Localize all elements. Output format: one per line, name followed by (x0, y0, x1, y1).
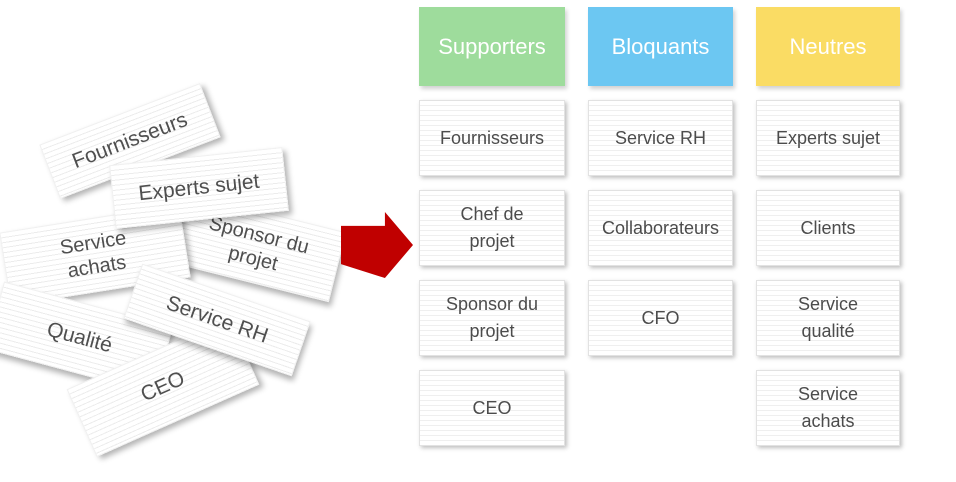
board-card-supporters-3: CEO (419, 370, 565, 446)
pile-card-label: Experts sujet (137, 169, 261, 206)
sorting-board: Supporters Fournisseurs Chef de projet S… (419, 7, 901, 446)
column-neutres: Neutres Experts sujet Clients Service qu… (756, 7, 900, 446)
column-bloquants: Bloquants Service RH Collaborateurs CFO (588, 7, 733, 446)
board-card-supporters-2: Sponsor du projet (419, 280, 565, 356)
board-card-supporters-1: Chef de projet (419, 190, 565, 266)
column-header-bloquants: Bloquants (588, 7, 733, 86)
board-card-supporters-0: Fournisseurs (419, 100, 565, 176)
column-header-supporters: Supporters (419, 7, 565, 86)
card-pile: Fournisseurs Sponsor du projet Service a… (0, 0, 360, 482)
board-card-neutres-0: Experts sujet (756, 100, 900, 176)
board-card-neutres-1: Clients (756, 190, 900, 266)
column-supporters: Supporters Fournisseurs Chef de projet S… (419, 7, 565, 446)
pile-card-label: Service achats (58, 226, 128, 283)
pile-card-label: Sponsor du projet (206, 211, 312, 276)
column-header-neutres: Neutres (756, 7, 900, 86)
board-card-bloquants-0: Service RH (588, 100, 733, 176)
board-card-neutres-3: Service achats (756, 370, 900, 446)
board-card-bloquants-1: Collaborateurs (588, 190, 733, 266)
pile-card-label: CEO (137, 366, 189, 407)
board-card-bloquants-2: CFO (588, 280, 733, 356)
board-card-neutres-2: Service qualité (756, 280, 900, 356)
pile-card-label: Qualité (44, 317, 115, 358)
